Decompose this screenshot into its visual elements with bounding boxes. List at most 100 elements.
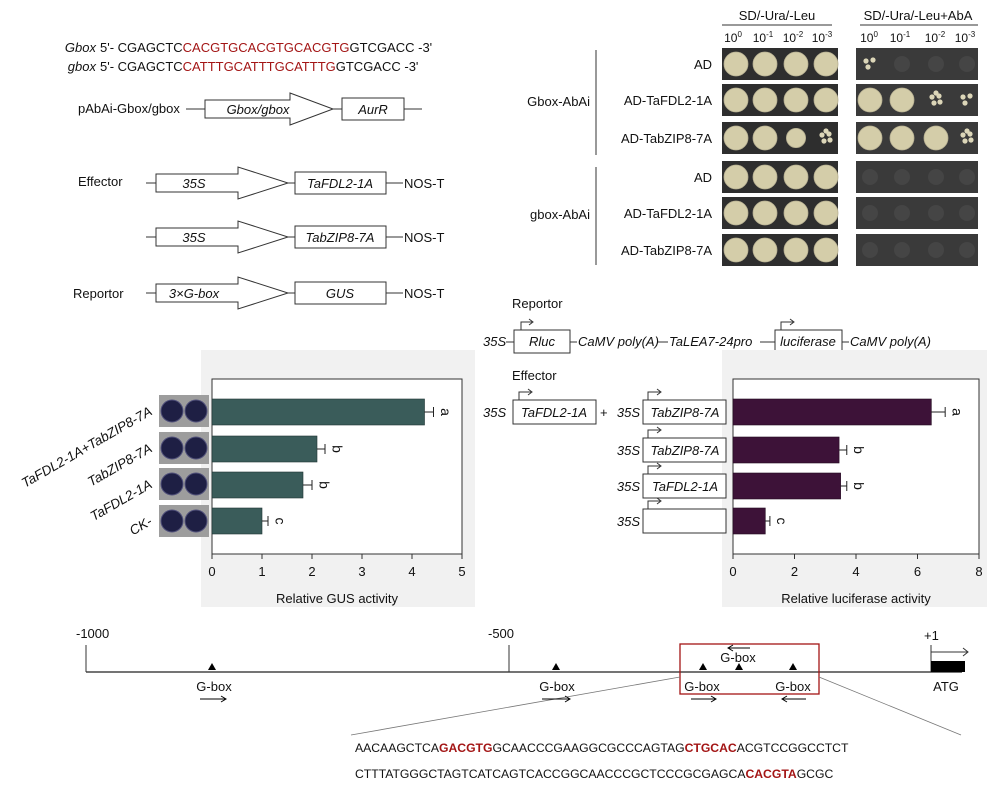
- zoom-box: [679, 643, 820, 695]
- gbox-marker-icon: [789, 663, 797, 670]
- yeast-spot: [723, 164, 749, 190]
- yeast-spot: [786, 127, 807, 148]
- yeast-spot: [889, 125, 915, 151]
- gus-significance-letter: b: [329, 445, 345, 453]
- gbox-mut-seq-label: gbox: [68, 59, 97, 74]
- gbox-seq-label: Gbox: [65, 40, 97, 55]
- promoter-arrow: [155, 166, 290, 200]
- gbox-sequence: 5'- CGAGCTCCACGTGCACGTGCACGTGGTCGACC -3': [100, 40, 432, 55]
- gus-bar: [211, 471, 304, 499]
- gus-category-label: CK-: [127, 513, 155, 538]
- luc-35s-label: 35S: [483, 334, 506, 349]
- gus-x-tick-label: 2: [308, 564, 315, 579]
- talea7-24pro-label: TaLEA7-24pro: [669, 334, 752, 349]
- yeast-spot: [857, 125, 883, 151]
- yeast-spot: [821, 138, 827, 144]
- gus-x-tick-label: 1: [258, 564, 265, 579]
- construct-3: 3×G-box GUS NOS-T: [146, 276, 445, 310]
- yeast-spot: [929, 94, 935, 100]
- luc-x-tick-label: 6: [914, 564, 921, 579]
- y1h-row-label: AD-TaFDL2-1A: [624, 206, 712, 221]
- gus-x-tick-label: 4: [408, 564, 415, 579]
- yeast-spot: [783, 237, 809, 263]
- gus-stain-disc: [160, 509, 184, 533]
- gbox-label: G-box: [196, 679, 232, 694]
- terminator-label: NOS-T: [404, 286, 445, 301]
- luc-significance-letter: c: [774, 518, 790, 525]
- tss-arrow: [930, 645, 968, 653]
- gus-bar: [211, 398, 425, 426]
- dilution-label: 10-1: [753, 30, 774, 45]
- atg-label: ATG: [933, 679, 959, 694]
- luc-x-tick-label: 8: [975, 564, 982, 579]
- gene-label: GUS: [326, 286, 355, 301]
- yeast-spot: [752, 164, 778, 190]
- aurr-label: AurR: [357, 102, 388, 117]
- luc-bar: [732, 472, 841, 500]
- promoter-label: 35S: [182, 230, 205, 245]
- yeast-spot: [862, 169, 878, 185]
- gbox-abai-label: Gbox-AbAi: [527, 94, 590, 109]
- effector-promoter-label: 35S: [617, 479, 640, 494]
- dilution-label: 10-3: [812, 30, 833, 45]
- yeast-spot: [752, 51, 778, 77]
- yeast-spot: [813, 200, 839, 226]
- gus-stain-disc: [184, 472, 208, 496]
- gus-x-tick-label: 3: [358, 564, 365, 579]
- gbox-label: G-box: [684, 679, 720, 694]
- promoter-arrow: [155, 220, 290, 254]
- yeast-spot: [962, 100, 968, 106]
- dilution-label: 10-2: [925, 30, 946, 45]
- yeast-spot: [813, 237, 839, 263]
- luc-bar: [732, 507, 766, 535]
- yeast-spot: [723, 237, 749, 263]
- zoom-line-left: [350, 676, 681, 736]
- y1h-row-label: AD-TabZIP8-7A: [621, 131, 712, 146]
- y1h-rows: ADAD-TaFDL2-1AAD-TabZIP8-7AADAD-TaFDL2-1…: [621, 48, 978, 266]
- luc-significance-letter: b: [851, 482, 867, 490]
- gbox-marker-icon: [208, 663, 216, 670]
- yeast-spot: [960, 94, 966, 100]
- yeast-spot: [962, 138, 968, 144]
- y1h-row: AD: [694, 161, 978, 193]
- yeast-spot: [937, 99, 943, 105]
- yeast-spot: [783, 51, 809, 77]
- gbox-marker-icon: [735, 663, 743, 670]
- yeast-spot: [783, 164, 809, 190]
- effector-gene-box: [512, 399, 597, 425]
- sd-ura-leu-header: SD/-Ura/-Leu: [739, 8, 816, 23]
- atg-box: [931, 661, 965, 672]
- yeast-spot: [959, 242, 975, 258]
- bait-construct-label: pAbAi-Gbox/gbox: [78, 101, 180, 116]
- dilution-label: 10-1: [890, 30, 911, 45]
- yeast-spot: [959, 205, 975, 221]
- effector-promoter-label: 35S: [617, 514, 640, 529]
- promoter-label: 3×G-box: [169, 286, 220, 301]
- gus-x-tick-label: 0: [208, 564, 215, 579]
- yeast-spot: [865, 64, 871, 70]
- yeast-spot: [894, 205, 910, 221]
- y1h-row-label: AD: [694, 57, 712, 72]
- svg-text:gbox: gbox: [68, 59, 97, 74]
- gbox-marker-icon: [699, 663, 707, 670]
- yeast-spot: [783, 87, 809, 113]
- camv-polya-label-1: CaMV poly(A): [578, 334, 659, 349]
- luc-bar: [732, 436, 840, 464]
- effector-gene-label: TaFDL2-1A: [652, 479, 718, 494]
- gbox-arrow-head: [220, 695, 227, 703]
- yeast-spot: [752, 237, 778, 263]
- gus-bar: [211, 507, 263, 535]
- terminator-label: NOS-T: [404, 230, 445, 245]
- yeast-spot: [928, 169, 944, 185]
- luc-reportor-label: Reportor: [512, 296, 563, 311]
- y1h-row: AD-TaFDL2-1A: [624, 197, 978, 229]
- y1h-row: AD-TabZIP8-7A: [621, 122, 978, 154]
- gus-stain-disc: [160, 399, 184, 423]
